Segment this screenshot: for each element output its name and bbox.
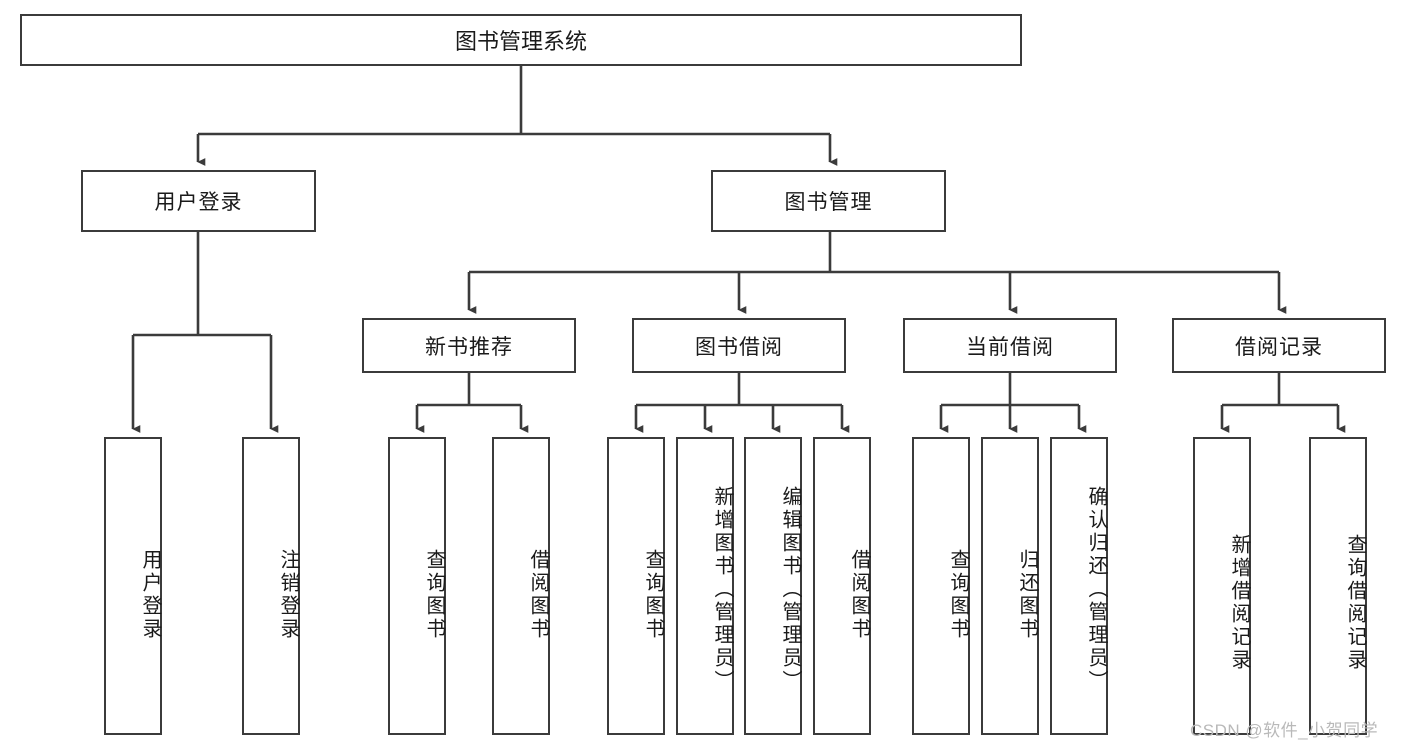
leaf-borrow-book-1[interactable]: 借阅图书 <box>492 437 550 735</box>
leaf-edit-book[interactable]: 编辑图书（管理员） <box>744 437 802 735</box>
leaf-query-book-1[interactable]: 查询图书 <box>388 437 446 735</box>
leaf-label: 查询图书 <box>423 549 445 641</box>
leaf-user-login[interactable]: 用户登录 <box>104 437 162 735</box>
leaf-label: 归还图书 <box>1016 549 1038 641</box>
leaf-label: 查询图书 <box>642 549 664 641</box>
leaf-label: 查询借阅记录 <box>1344 534 1366 672</box>
leaf-label: 借阅图书 <box>848 549 870 641</box>
node-new-book-recommend[interactable]: 新书推荐 <box>362 318 576 373</box>
leaf-borrow-book-2[interactable]: 借阅图书 <box>813 437 871 735</box>
node-book-borrow[interactable]: 图书借阅 <box>632 318 846 373</box>
leaf-label: 注销登录 <box>277 549 299 641</box>
node-current-borrow[interactable]: 当前借阅 <box>903 318 1117 373</box>
leaf-label: 新增借阅记录 <box>1228 534 1250 672</box>
node-borrow-record[interactable]: 借阅记录 <box>1172 318 1386 373</box>
leaf-add-book[interactable]: 新增图书（管理员） <box>676 437 734 735</box>
leaf-label: 新增图书（管理员） <box>711 485 733 693</box>
leaf-query-book-2[interactable]: 查询图书 <box>607 437 665 735</box>
node-root-system[interactable]: 图书管理系统 <box>20 14 1022 66</box>
leaf-return-book[interactable]: 归还图书 <box>981 437 1039 735</box>
leaf-add-record[interactable]: 新增借阅记录 <box>1193 437 1251 735</box>
leaf-query-record[interactable]: 查询借阅记录 <box>1309 437 1367 735</box>
leaf-label: 用户登录 <box>139 549 161 641</box>
node-user-login[interactable]: 用户登录 <box>81 170 316 232</box>
watermark-text: CSDN @软件_小贺同学 <box>1190 721 1379 740</box>
leaf-label: 借阅图书 <box>527 549 549 641</box>
leaf-query-book-3[interactable]: 查询图书 <box>912 437 970 735</box>
leaf-label: 确认归还（管理员） <box>1085 485 1107 693</box>
node-book-management[interactable]: 图书管理 <box>711 170 946 232</box>
leaf-logout-login[interactable]: 注销登录 <box>242 437 300 735</box>
leaf-label: 查询图书 <box>947 549 969 641</box>
leaf-confirm-return[interactable]: 确认归还（管理员） <box>1050 437 1108 735</box>
leaf-label: 编辑图书（管理员） <box>779 485 801 693</box>
